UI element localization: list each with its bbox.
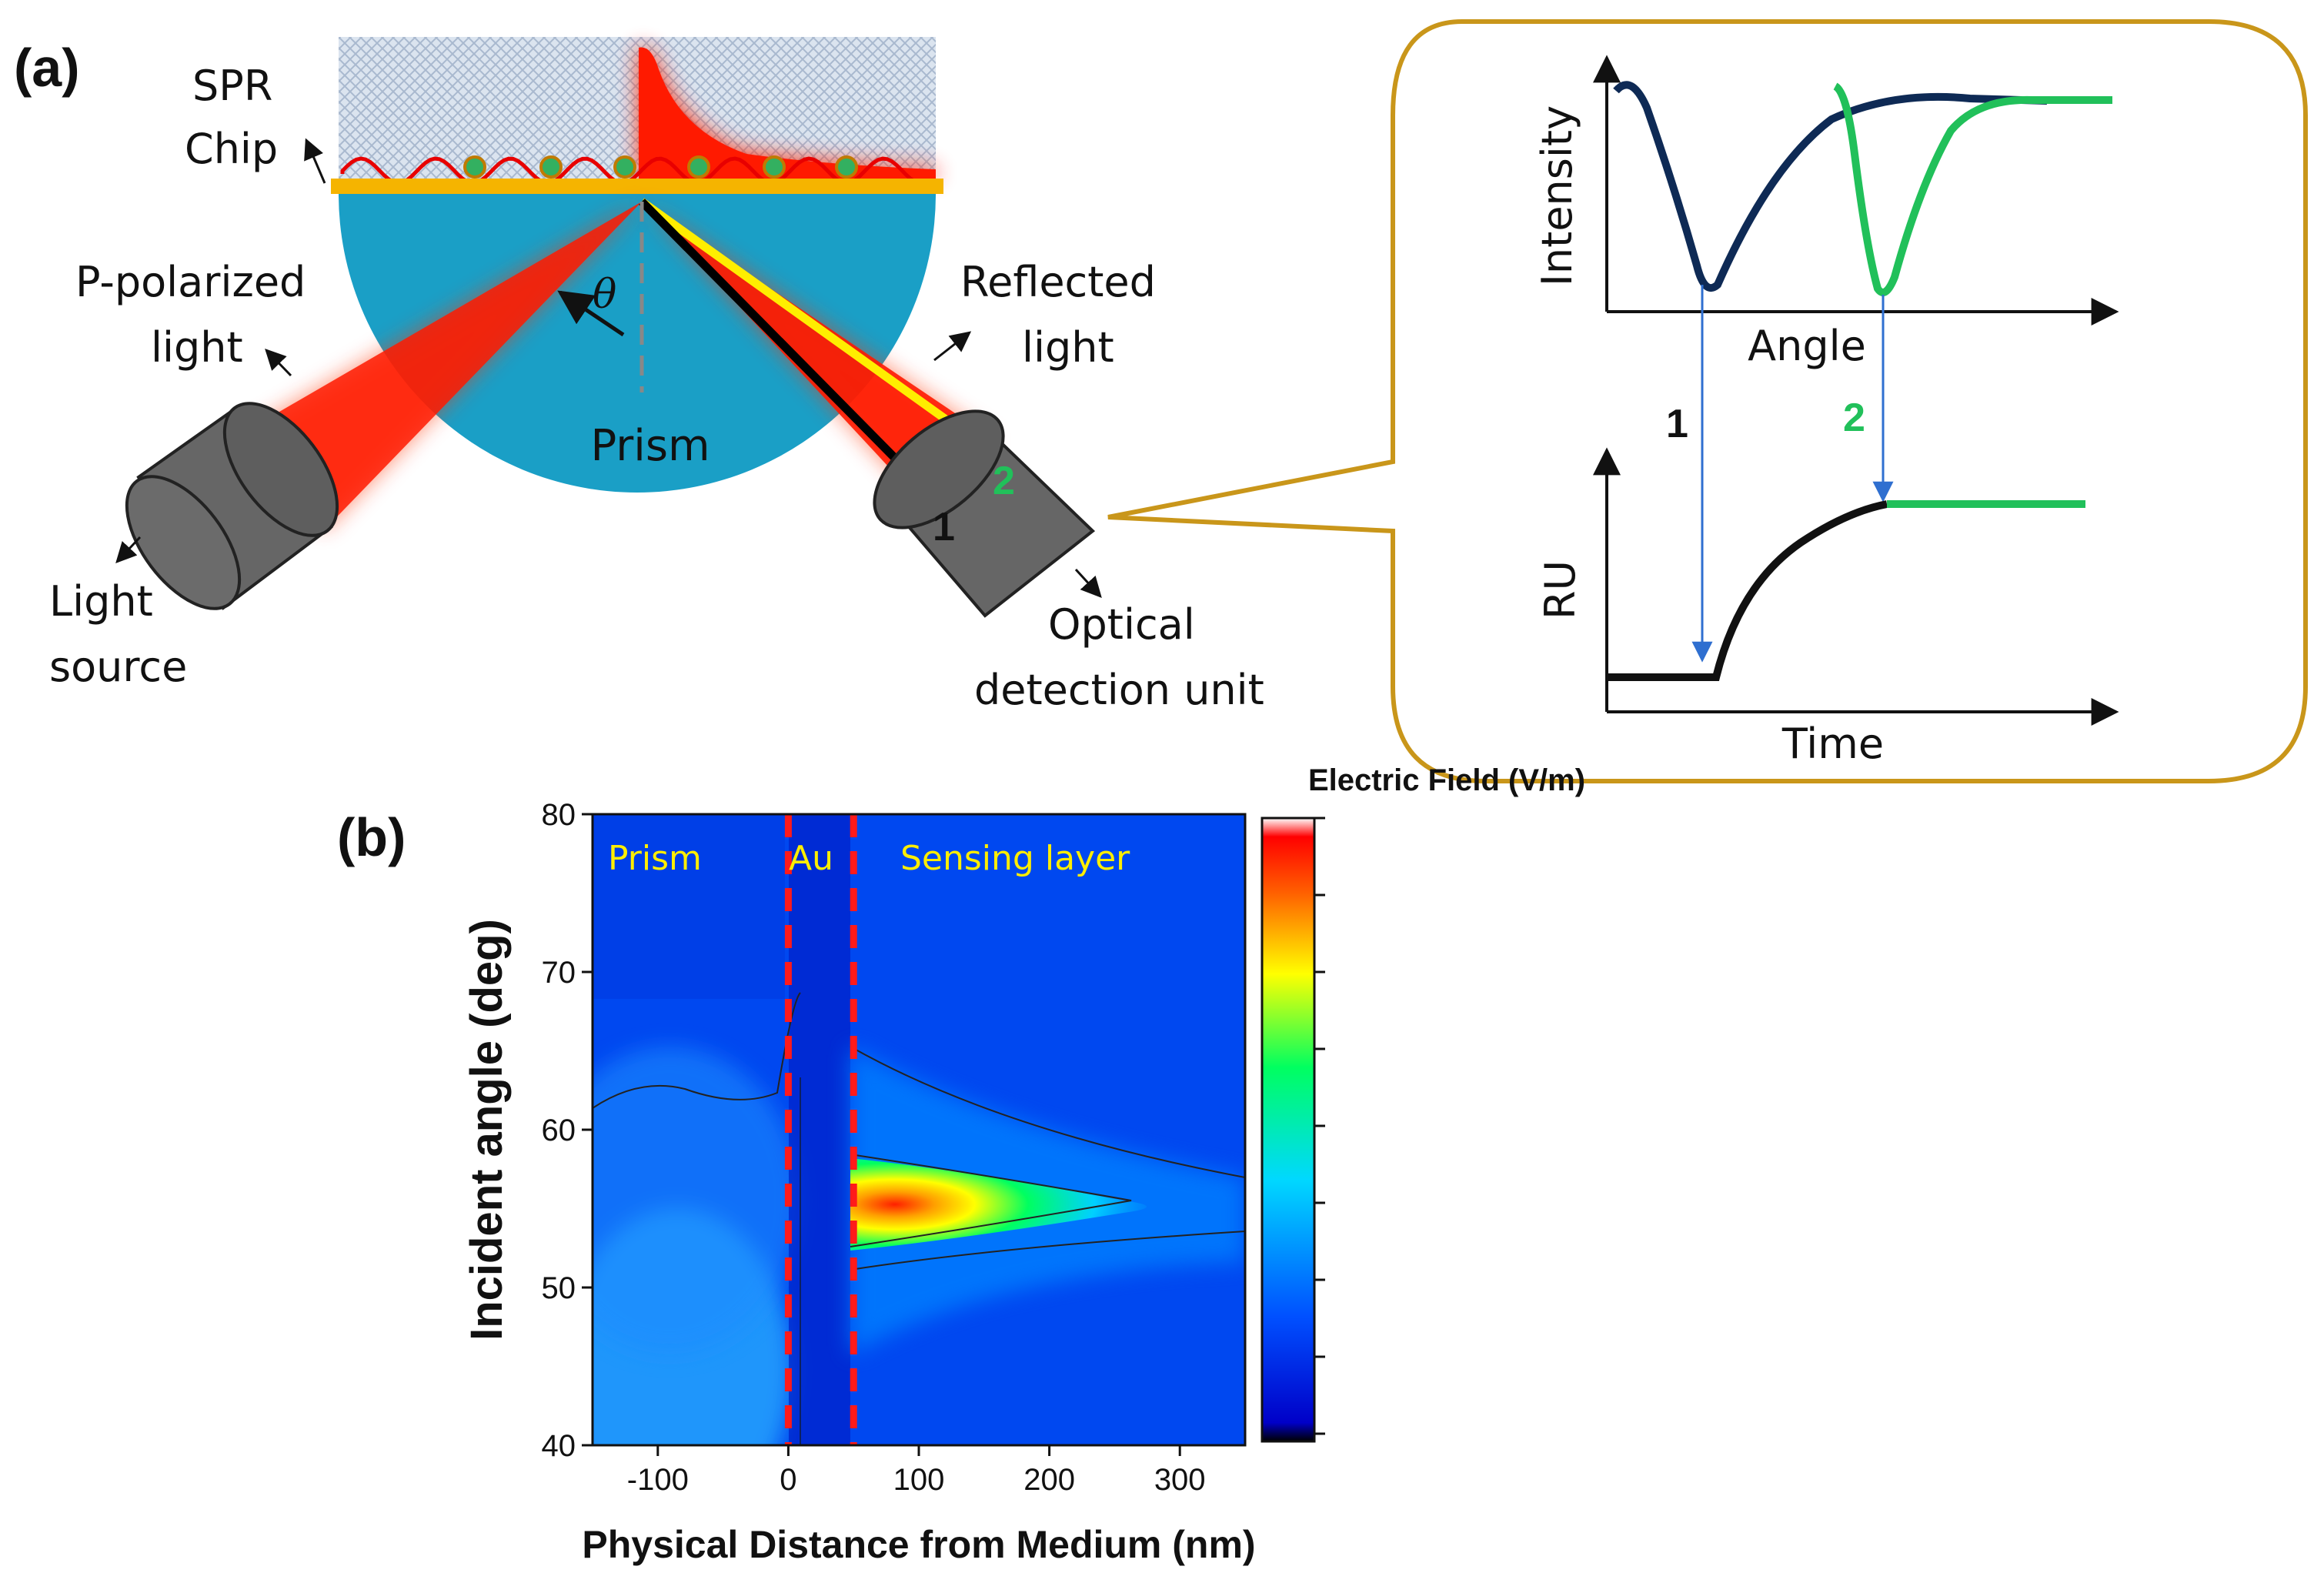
panel-b-label: (b) — [337, 807, 406, 867]
inset-callout — [1107, 19, 2308, 783]
reflected-ray-2 — [639, 198, 992, 454]
resonance-curve-2 — [1832, 82, 2112, 296]
beam-2-label: 2 — [993, 459, 1015, 503]
resonance-curve-1 — [1613, 81, 2048, 292]
region-prism: Prism — [608, 839, 702, 878]
light-source — [125, 402, 339, 610]
detection-unit-arrow — [1074, 568, 1102, 598]
contour-line — [850, 1231, 1245, 1271]
reflected-ray-1 — [639, 199, 938, 502]
x-axis-title: Physical Distance from Medium (nm) — [582, 1523, 1255, 1566]
x-axis-ticks: -100 0 100 200 300 — [627, 1445, 1206, 1497]
theta-symbol: θ — [593, 272, 616, 318]
x-tick-label: 0 — [780, 1463, 796, 1497]
sensorgram-black — [1607, 500, 1888, 681]
x-tick-label: -100 — [627, 1463, 689, 1497]
light-source-arrow — [115, 536, 142, 563]
ru-graph — [1593, 447, 2119, 726]
intensity-graph — [1593, 55, 2119, 326]
x-tick-label: 300 — [1154, 1463, 1206, 1497]
prism-label: Prism — [590, 421, 710, 471]
y-tick-label: 40 — [542, 1429, 576, 1463]
light-source-label: Light source — [49, 577, 187, 691]
marker-2: 2 — [1843, 396, 1865, 440]
contour-line — [850, 1154, 1132, 1247]
intensity-label: Intensity — [1533, 105, 1581, 286]
y-tick-label: 50 — [542, 1271, 576, 1305]
colorbar-ticks — [1314, 817, 1325, 1435]
reflected-beam — [639, 198, 993, 502]
angle-label: Angle — [1748, 322, 1866, 370]
evanescent-field — [639, 47, 936, 179]
optical-detector — [873, 409, 1096, 618]
panel-a-label: (a) — [14, 38, 80, 98]
theta-arrow — [557, 290, 625, 337]
prism-low-field — [593, 814, 785, 999]
incident-beam — [246, 202, 642, 531]
reflected-arrow — [933, 331, 972, 362]
heatmap-field — [593, 814, 1245, 1445]
beam-1-label: 1 — [933, 505, 955, 549]
sensing-medium — [339, 37, 936, 179]
y-tick-label: 60 — [542, 1114, 576, 1147]
detection-unit-label: Optical detection unit — [974, 600, 1264, 714]
ru-label: RU — [1536, 560, 1584, 620]
marker-1: 1 — [1666, 402, 1688, 446]
p-polarized-label: P-polarized light — [75, 258, 319, 372]
y-tick-label: 80 — [542, 798, 576, 832]
colorbar — [1261, 817, 1316, 1443]
region-au: Au — [789, 839, 833, 878]
colorbar-title: Electric Field (V/m) — [1308, 763, 1585, 797]
x-tick-label: 100 — [893, 1463, 945, 1497]
contour-line — [850, 1046, 1245, 1178]
resonance-hotspot — [850, 1158, 1147, 1251]
region-sensing-layer: Sensing layer — [900, 839, 1130, 878]
y-axis-ticks: 40 50 60 70 80 — [542, 798, 593, 1463]
prism-field-region-2 — [593, 1047, 800, 1354]
spr-chip-label: SPR Chip — [185, 62, 286, 173]
spr-chip-arrow — [304, 138, 326, 184]
y-tick-label: 70 — [542, 956, 576, 990]
prism — [339, 194, 936, 493]
au-field-region — [789, 814, 850, 1445]
gold-film — [331, 179, 943, 194]
p-polarized-arrow — [265, 349, 292, 377]
reflected-label: Reflected light — [960, 258, 1169, 372]
analyte-molecules — [463, 155, 858, 179]
plasmon-wave — [340, 156, 930, 185]
x-tick-label: 200 — [1023, 1463, 1075, 1497]
y-axis-title: Incident angle (deg) — [462, 919, 512, 1341]
time-label: Time — [1781, 720, 1884, 768]
